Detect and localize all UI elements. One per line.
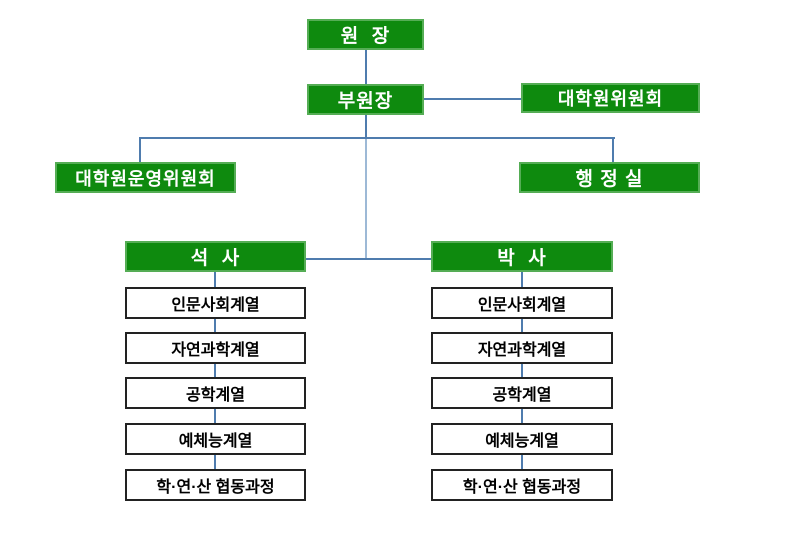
connector-vicedirector-gradcommittee xyxy=(424,98,521,100)
connector-right-prog1-prog2 xyxy=(521,364,523,377)
node-vice-director: 부원장 xyxy=(307,84,424,115)
node-graduate-committee: 대학원위원회 xyxy=(521,83,700,113)
node-doctoral-program-cooperative: 학·연·산 협동과정 xyxy=(431,469,613,501)
node-graduate-steering-committee: 대학원운영위원회 xyxy=(55,162,236,193)
connector-director-vicedirector xyxy=(365,50,367,84)
node-doctoral-program-natural-sciences: 자연과학계열 xyxy=(431,332,613,364)
node-director: 원 장 xyxy=(307,19,424,50)
connector-right-prog2-prog3 xyxy=(521,409,523,423)
node-masters-program-cooperative: 학·연·산 협동과정 xyxy=(125,469,306,501)
connector-branch-admin xyxy=(612,139,614,162)
connector-left-prog1-prog2 xyxy=(214,364,216,377)
node-doctoral-program-humanities: 인문사회계열 xyxy=(431,287,613,319)
node-doctoral-program-arts-sports: 예체능계열 xyxy=(431,423,613,455)
connector-left-prog0-prog1 xyxy=(214,319,216,332)
connector-branch-horizontal xyxy=(139,137,615,139)
connector-right-prog0-prog1 xyxy=(521,319,523,332)
connector-masters-prog0 xyxy=(214,272,216,287)
node-masters-program-humanities: 인문사회계열 xyxy=(125,287,306,319)
connector-center-vertical xyxy=(365,139,367,259)
node-masters: 석 사 xyxy=(125,241,306,272)
connector-left-prog2-prog3 xyxy=(214,409,216,423)
connector-doctoral-prog0 xyxy=(521,272,523,287)
node-masters-program-arts-sports: 예체능계열 xyxy=(125,423,306,455)
connector-masters-doctoral xyxy=(306,258,431,260)
node-masters-program-natural-sciences: 자연과학계열 xyxy=(125,332,306,364)
connector-right-prog3-prog4 xyxy=(521,455,523,469)
connector-vicedirector-branch xyxy=(365,115,367,138)
node-doctoral: 박 사 xyxy=(431,241,613,272)
node-admin-office: 행 정 실 xyxy=(519,162,700,193)
node-doctoral-program-engineering: 공학계열 xyxy=(431,377,613,409)
connector-branch-steering xyxy=(139,139,141,162)
connector-left-prog3-prog4 xyxy=(214,455,216,469)
node-masters-program-engineering: 공학계열 xyxy=(125,377,306,409)
